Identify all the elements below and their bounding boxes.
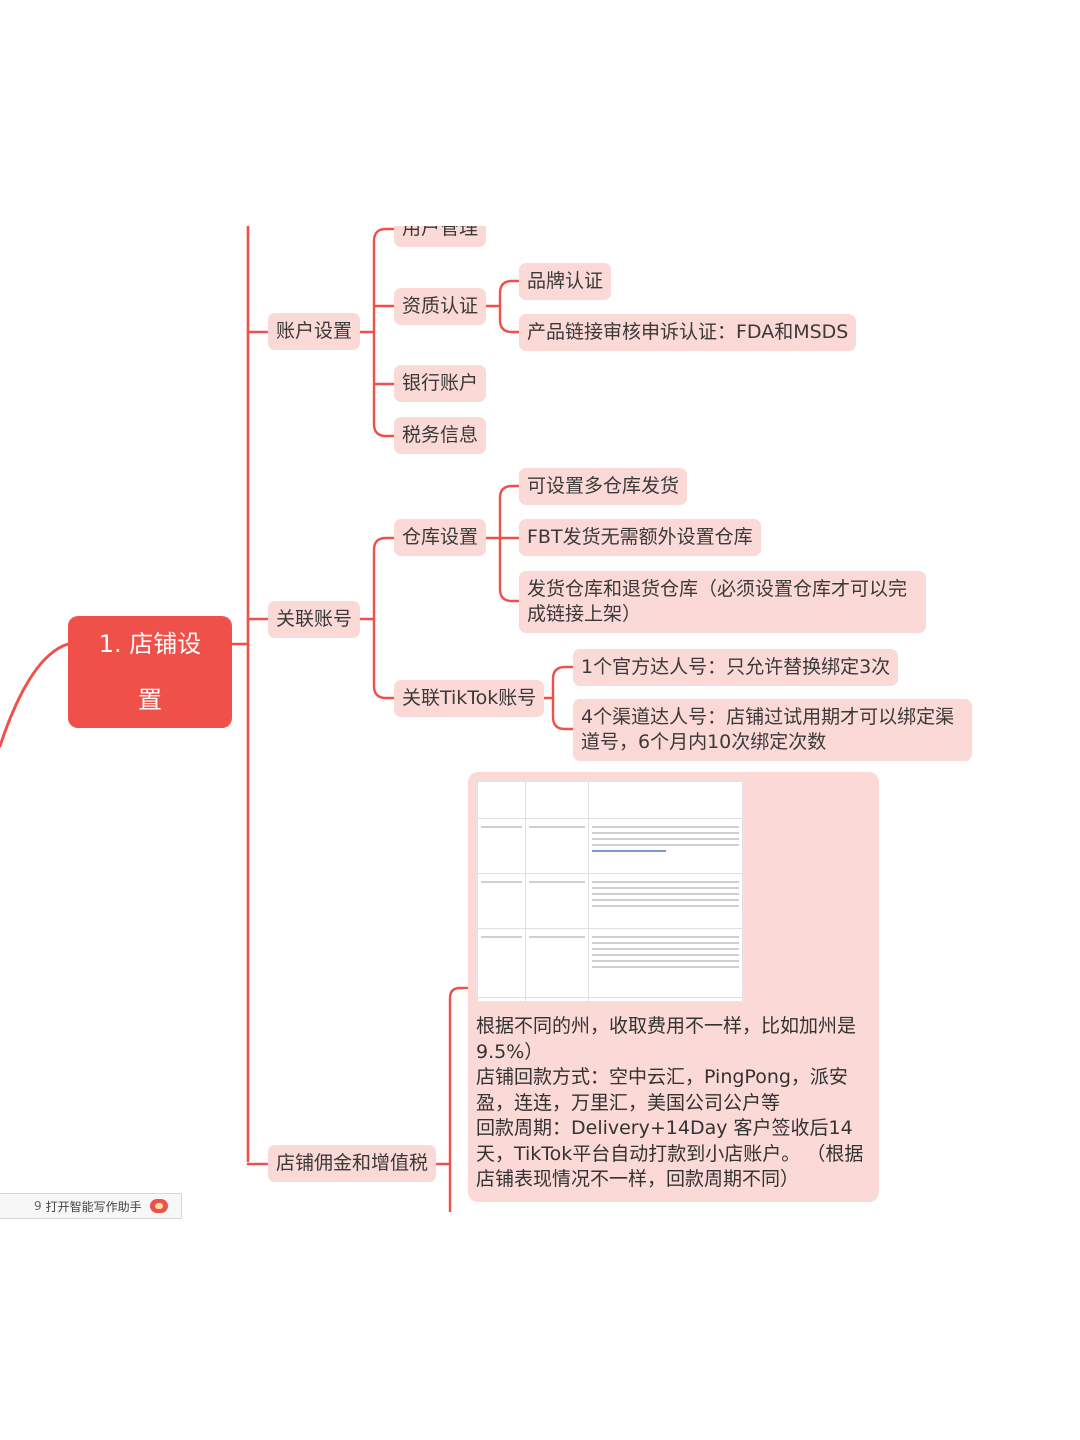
connector-line (498, 536, 521, 603)
commission-detail-card[interactable]: 根据不同的州，收取费用不一样，比如加州是9.5%） 店铺回款方式：空中云汇，Pi… (468, 772, 879, 1202)
node-account-settings[interactable]: 账户设置 (268, 313, 361, 350)
payout-cycle-text: 回款周期：Delivery+14Day 客户签收后14天，TikTok平台自动打… (476, 1117, 864, 1190)
node-commission-vat[interactable]: 店铺佣金和增值税 (268, 1145, 437, 1182)
connector-line (372, 227, 396, 334)
connector-line (498, 279, 521, 308)
connector-line (551, 665, 575, 700)
connector-line (372, 536, 396, 621)
node-multi-warehouse[interactable]: 可设置多仓库发货 (519, 468, 688, 505)
connector-line (372, 330, 396, 438)
connector-line (372, 617, 396, 700)
smart-writing-assistant-bar[interactable]: 9 打开智能写作助手 (0, 1193, 182, 1219)
node-warehouse-settings[interactable]: 仓库设置 (394, 519, 487, 556)
connector-line (498, 484, 521, 540)
status-index: 9 (34, 1199, 42, 1213)
node-brand-certification[interactable]: 品牌认证 (519, 263, 612, 300)
node-link-tiktok[interactable]: 关联TikTok账号 (394, 680, 545, 717)
connector-line (551, 696, 575, 731)
settlement-table-image (476, 780, 744, 1002)
node-fbt-warehouse[interactable]: FBT发货无需额外设置仓库 (519, 519, 761, 556)
payout-methods-text: 店铺回款方式：空中云汇，PingPong，派安盈，连连，万里汇，美国公司公户等 (476, 1066, 848, 1114)
assistant-icon[interactable] (149, 1199, 168, 1213)
node-official-creator[interactable]: 1个官方达人号：只允许替换绑定3次 (573, 649, 899, 686)
node-product-link-appeal[interactable]: 产品链接审核申诉认证：FDA和MSDS (519, 314, 857, 351)
connector-line (0, 642, 70, 748)
node-linked-accounts[interactable]: 关联账号 (268, 601, 361, 638)
node-ship-return-warehouse[interactable]: 发货仓库和退货仓库（必须设置仓库才可以完成链接上架） (519, 571, 926, 633)
commission-vat-text: 根据不同的州，收取费用不一样，比如加州是9.5%） (476, 1015, 857, 1063)
node-bank-account[interactable]: 银行账户 (394, 365, 487, 402)
node-channel-creator[interactable]: 4个渠道达人号：店铺过试用期才可以绑定渠道号，6个月内10次绑定次数 (573, 699, 972, 761)
node-user-management[interactable]: 用户管理 (394, 226, 487, 247)
assistant-label: 打开智能写作助手 (45, 1199, 142, 1214)
connector-line (498, 304, 521, 334)
connector-line (448, 986, 470, 1212)
node-tax-info[interactable]: 税务信息 (394, 417, 487, 454)
root-node[interactable]: 1. 店铺设置 (68, 616, 232, 728)
node-qualification[interactable]: 资质认证 (394, 288, 487, 325)
mindmap-canvas: 1. 店铺设置 账户设置 关联账号 店铺佣金和增值税 用户管理 资质认证 银行账… (0, 226, 1080, 1212)
